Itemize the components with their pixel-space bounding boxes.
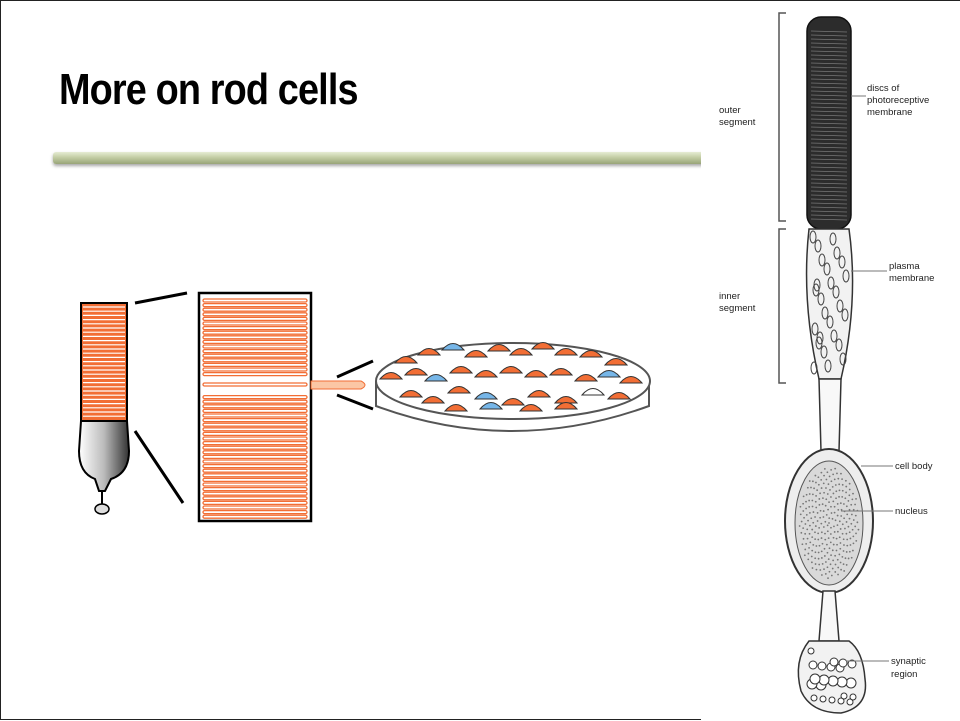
slide-title: More on rod cells [59,65,359,114]
label-synaptic-1: synaptic [891,656,926,667]
label-cell-body: cell body [895,461,933,472]
outer-segment-discs [810,30,848,221]
label-plasma-2: membrane [889,273,934,284]
zoom-line-top [134,291,188,305]
zoom-line-bottom [133,430,185,504]
small-rod-disc-stripes [83,306,125,417]
label-discs-2: photoreceptive [867,95,929,106]
label-inner-2: segment [719,303,756,314]
label-discs-3: membrane [867,107,912,118]
zoom-line-disc-bottom [336,393,374,411]
rod-cell-micrograph: discs of photoreceptive membrane outer s… [701,1,960,721]
zoom-line-disc-top [336,359,374,379]
label-synaptic-2: region [891,669,917,680]
label-inner-1: inner [719,291,740,302]
disc-proteins [378,342,644,412]
small-rod-cell [77,302,131,515]
inner-segment-organelles [809,230,850,375]
rod-cell-schematic [77,291,651,523]
label-plasma-1: plasma [889,261,920,272]
single-disc-with-proteins [375,342,651,432]
synaptic-vesicles [806,647,857,706]
enlarged-disc-stripes [202,298,308,519]
label-nucleus: nucleus [895,506,928,517]
nucleus-texture [798,467,860,580]
label-discs-1: discs of [867,83,900,94]
enlarged-disc-stack [197,291,366,523]
title-underline-bar [53,152,718,164]
label-outer-2: segment [719,117,756,128]
label-outer-1: outer [719,105,741,116]
